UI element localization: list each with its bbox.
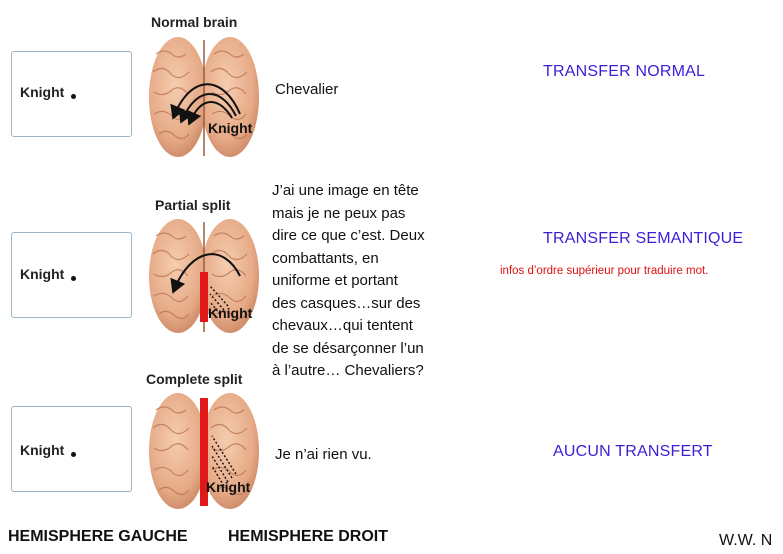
brain-title-partial: Partial split: [155, 197, 230, 213]
speech-line: des casques…sur des: [272, 293, 472, 316]
speech-partial: J’ai une image en tête mais je ne peux p…: [272, 180, 472, 383]
brain-word-normal: Knight: [208, 120, 252, 136]
speech-line: J’ai une image en tête: [272, 180, 472, 203]
screen-word: Knight: [20, 84, 64, 100]
brain-complete: [144, 388, 264, 514]
speech-line: chevaux…qui tentent: [272, 315, 472, 338]
speech-complete: Je n’ai rien vu.: [275, 444, 372, 467]
brain-normal: [144, 32, 264, 162]
fixation-dot: [71, 94, 76, 99]
speech-line: uniforme et portant: [272, 270, 472, 293]
speech-line: combattants, en: [272, 248, 472, 271]
screen-word: Knight: [20, 442, 64, 458]
credit-text: W.W. N: [719, 532, 772, 550]
speech-line: à l’autre… Chevaliers?: [272, 360, 472, 383]
transfer-none: AUCUN TRANSFERT: [553, 443, 713, 461]
semantic-note: infos d’ordre supérieur pour traduire mo…: [500, 265, 708, 277]
fixation-dot: [71, 276, 76, 281]
brain-word-partial: Knight: [208, 305, 252, 321]
brain-title-normal: Normal brain: [151, 14, 237, 30]
screen-partial: Knight: [11, 232, 132, 318]
speech-normal: Chevalier: [275, 79, 338, 102]
fixation-dot: [71, 452, 76, 457]
speech-line: mais je ne peux pas: [272, 203, 472, 226]
transfer-semantic: TRANSFER SEMANTIQUE: [543, 230, 743, 248]
screen-complete: Knight: [11, 406, 132, 492]
speech-line: dire ce que c’est. Deux: [272, 225, 472, 248]
screen-word: Knight: [20, 266, 64, 282]
left-hemisphere-label: HEMISPHERE GAUCHE: [8, 528, 188, 546]
brain-word-complete: Knight: [206, 479, 250, 495]
screen-normal: Knight: [11, 51, 132, 137]
brain-title-complete: Complete split: [146, 371, 242, 387]
right-hemisphere-label: HEMISPHERE DROIT: [228, 528, 388, 546]
split-bar: [200, 272, 208, 322]
speech-line: de se désarçonner l’un: [272, 338, 472, 361]
transfer-normal: TRANSFER NORMAL: [543, 63, 705, 81]
